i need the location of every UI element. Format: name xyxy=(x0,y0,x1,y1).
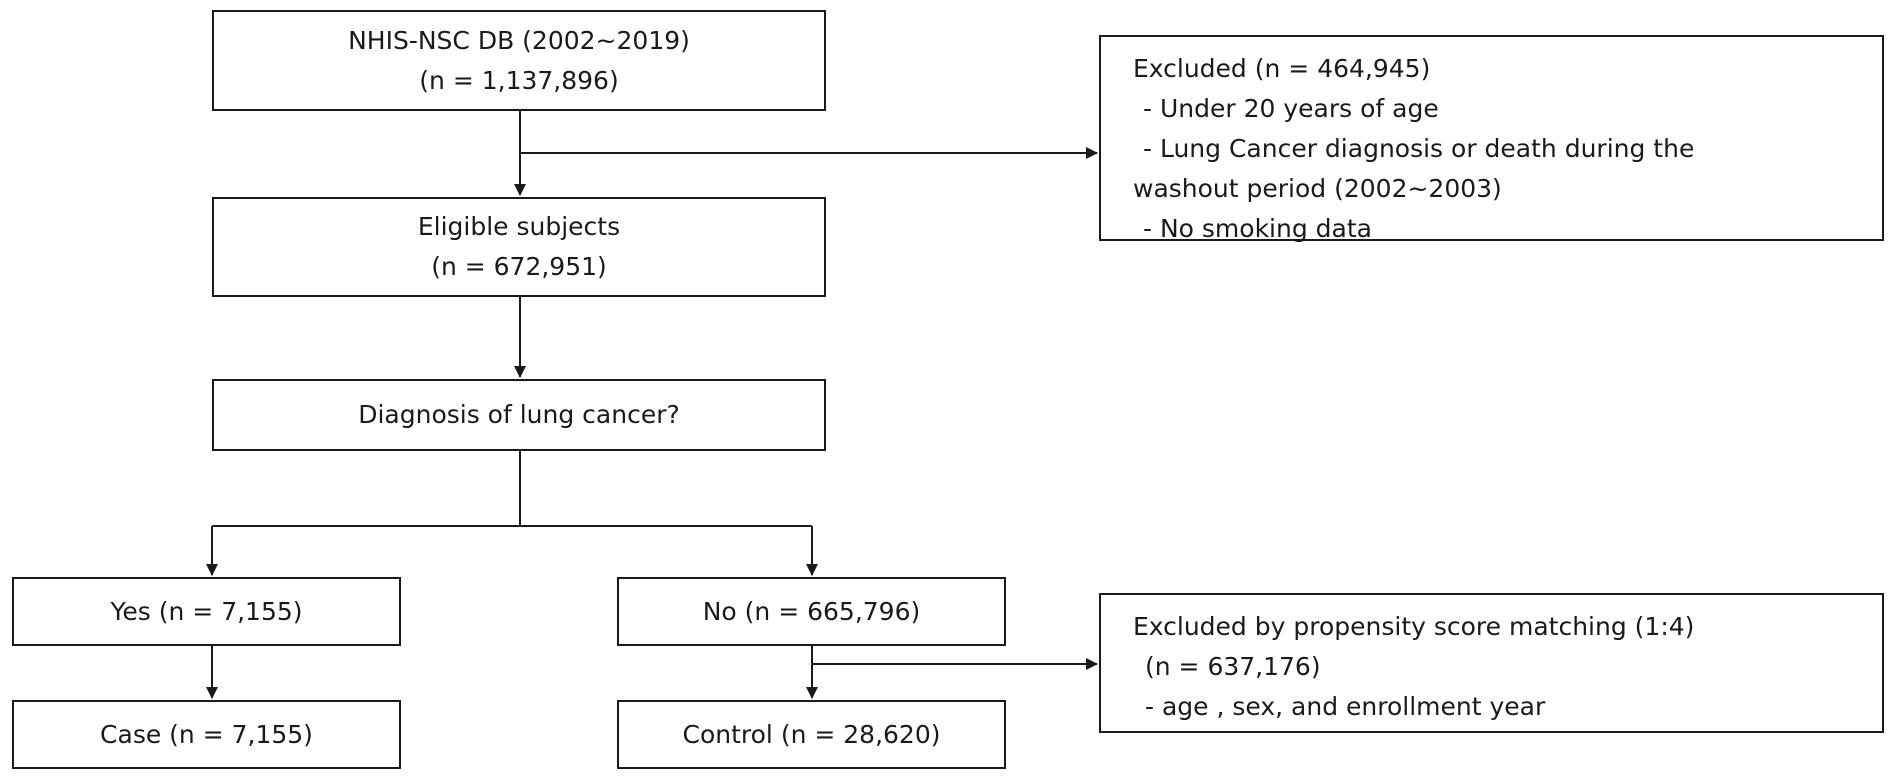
excluded2-criteria: - age , sex, and enrollment year xyxy=(1145,692,1546,721)
excluded2-count: (n = 637,176) xyxy=(1145,652,1321,681)
node-nhis-nsc-db: NHIS-NSC DB (2002~2019) (n = 1,137,896) xyxy=(212,10,826,111)
node-excluded-initial: Excluded (n = 464,945) - Under 20 years … xyxy=(1099,35,1884,243)
excluded1-item: washout period (2002~2003) xyxy=(1133,174,1502,203)
node-no: No (n = 665,796) xyxy=(617,577,1006,646)
eligible-title: Eligible subjects xyxy=(417,212,621,241)
node-case: Case (n = 7,155) xyxy=(12,700,401,769)
excluded1-item: - No smoking data xyxy=(1143,214,1372,243)
excluded1-item: - Lung Cancer diagnosis or death during … xyxy=(1143,134,1695,163)
node-control: Control (n = 28,620) xyxy=(617,700,1006,769)
diagnosis-label: Diagnosis of lung cancer? xyxy=(358,400,680,429)
excluded1-title: Excluded (n = 464,945) xyxy=(1133,54,1431,83)
eligible-count: (n = 672,951) xyxy=(431,252,607,281)
excluded2-title: Excluded by propensity score matching (1… xyxy=(1133,612,1695,641)
case-label: Case (n = 7,155) xyxy=(100,719,313,749)
yes-label: Yes (n = 7,155) xyxy=(110,596,303,626)
db-title: NHIS-NSC DB (2002~2019) xyxy=(348,25,690,55)
db-count: (n = 1,137,896) xyxy=(419,65,619,95)
no-label: No (n = 665,796) xyxy=(702,596,921,626)
control-label: Control (n = 28,620) xyxy=(682,719,941,749)
excluded1-item: - Under 20 years of age xyxy=(1143,94,1439,123)
node-excluded-propensity: Excluded by propensity score matching (1… xyxy=(1099,593,1884,733)
node-eligible-subjects: Eligible subjects (n = 672,951) xyxy=(212,197,826,297)
node-diagnosis-question: Diagnosis of lung cancer? xyxy=(212,379,826,451)
node-yes: Yes (n = 7,155) xyxy=(12,577,401,646)
